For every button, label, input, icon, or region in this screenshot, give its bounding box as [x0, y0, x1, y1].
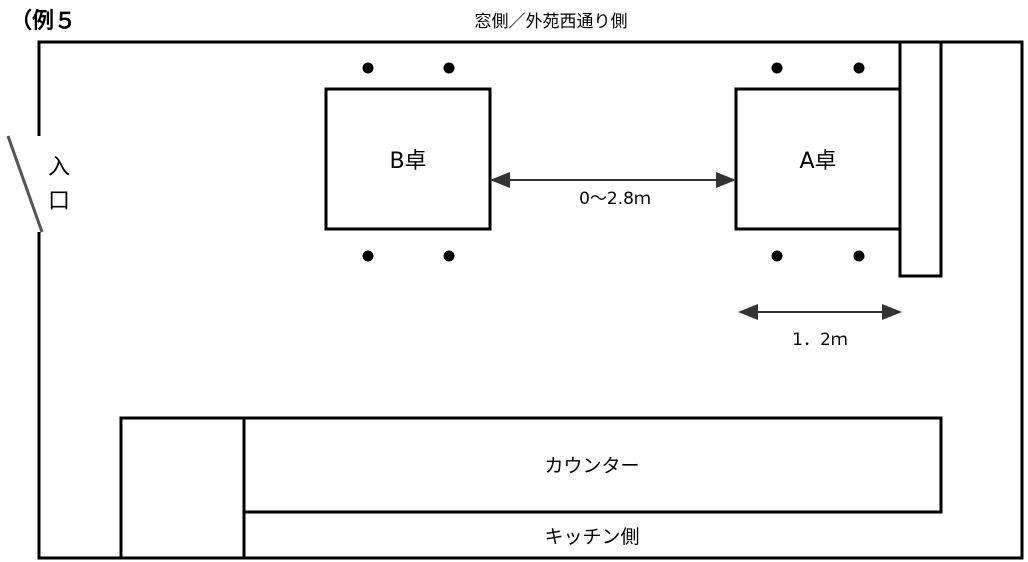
chair [362, 62, 374, 74]
distance-label: 0～2.8ｍ [579, 189, 651, 209]
chair [443, 62, 455, 74]
width-label: 1．2ｍ [792, 330, 848, 350]
window-side-label: 窓側／外苑西通り側 [475, 12, 628, 32]
chair [362, 250, 374, 262]
room-walls [37, 40, 1024, 560]
example-title: （例５ [10, 9, 76, 34]
counter-area [119, 416, 943, 558]
table-b-label: B卓 [389, 149, 426, 174]
entrance-label-2: 口 [48, 189, 70, 214]
table-a-chairs [771, 62, 865, 262]
table-b-chairs [362, 62, 455, 262]
table-b [324, 87, 492, 231]
chair [853, 250, 865, 262]
entrance-door [6, 135, 44, 233]
kitchen-side-label: キッチン側 [544, 526, 639, 548]
chair [853, 62, 865, 74]
chair [771, 250, 783, 262]
chair [771, 62, 783, 74]
counter-label: カウンター [544, 455, 639, 477]
chair [443, 250, 455, 262]
entrance-label-1: 入 [48, 155, 70, 180]
window-shelf [898, 40, 943, 278]
table-a-label: A卓 [799, 149, 836, 174]
